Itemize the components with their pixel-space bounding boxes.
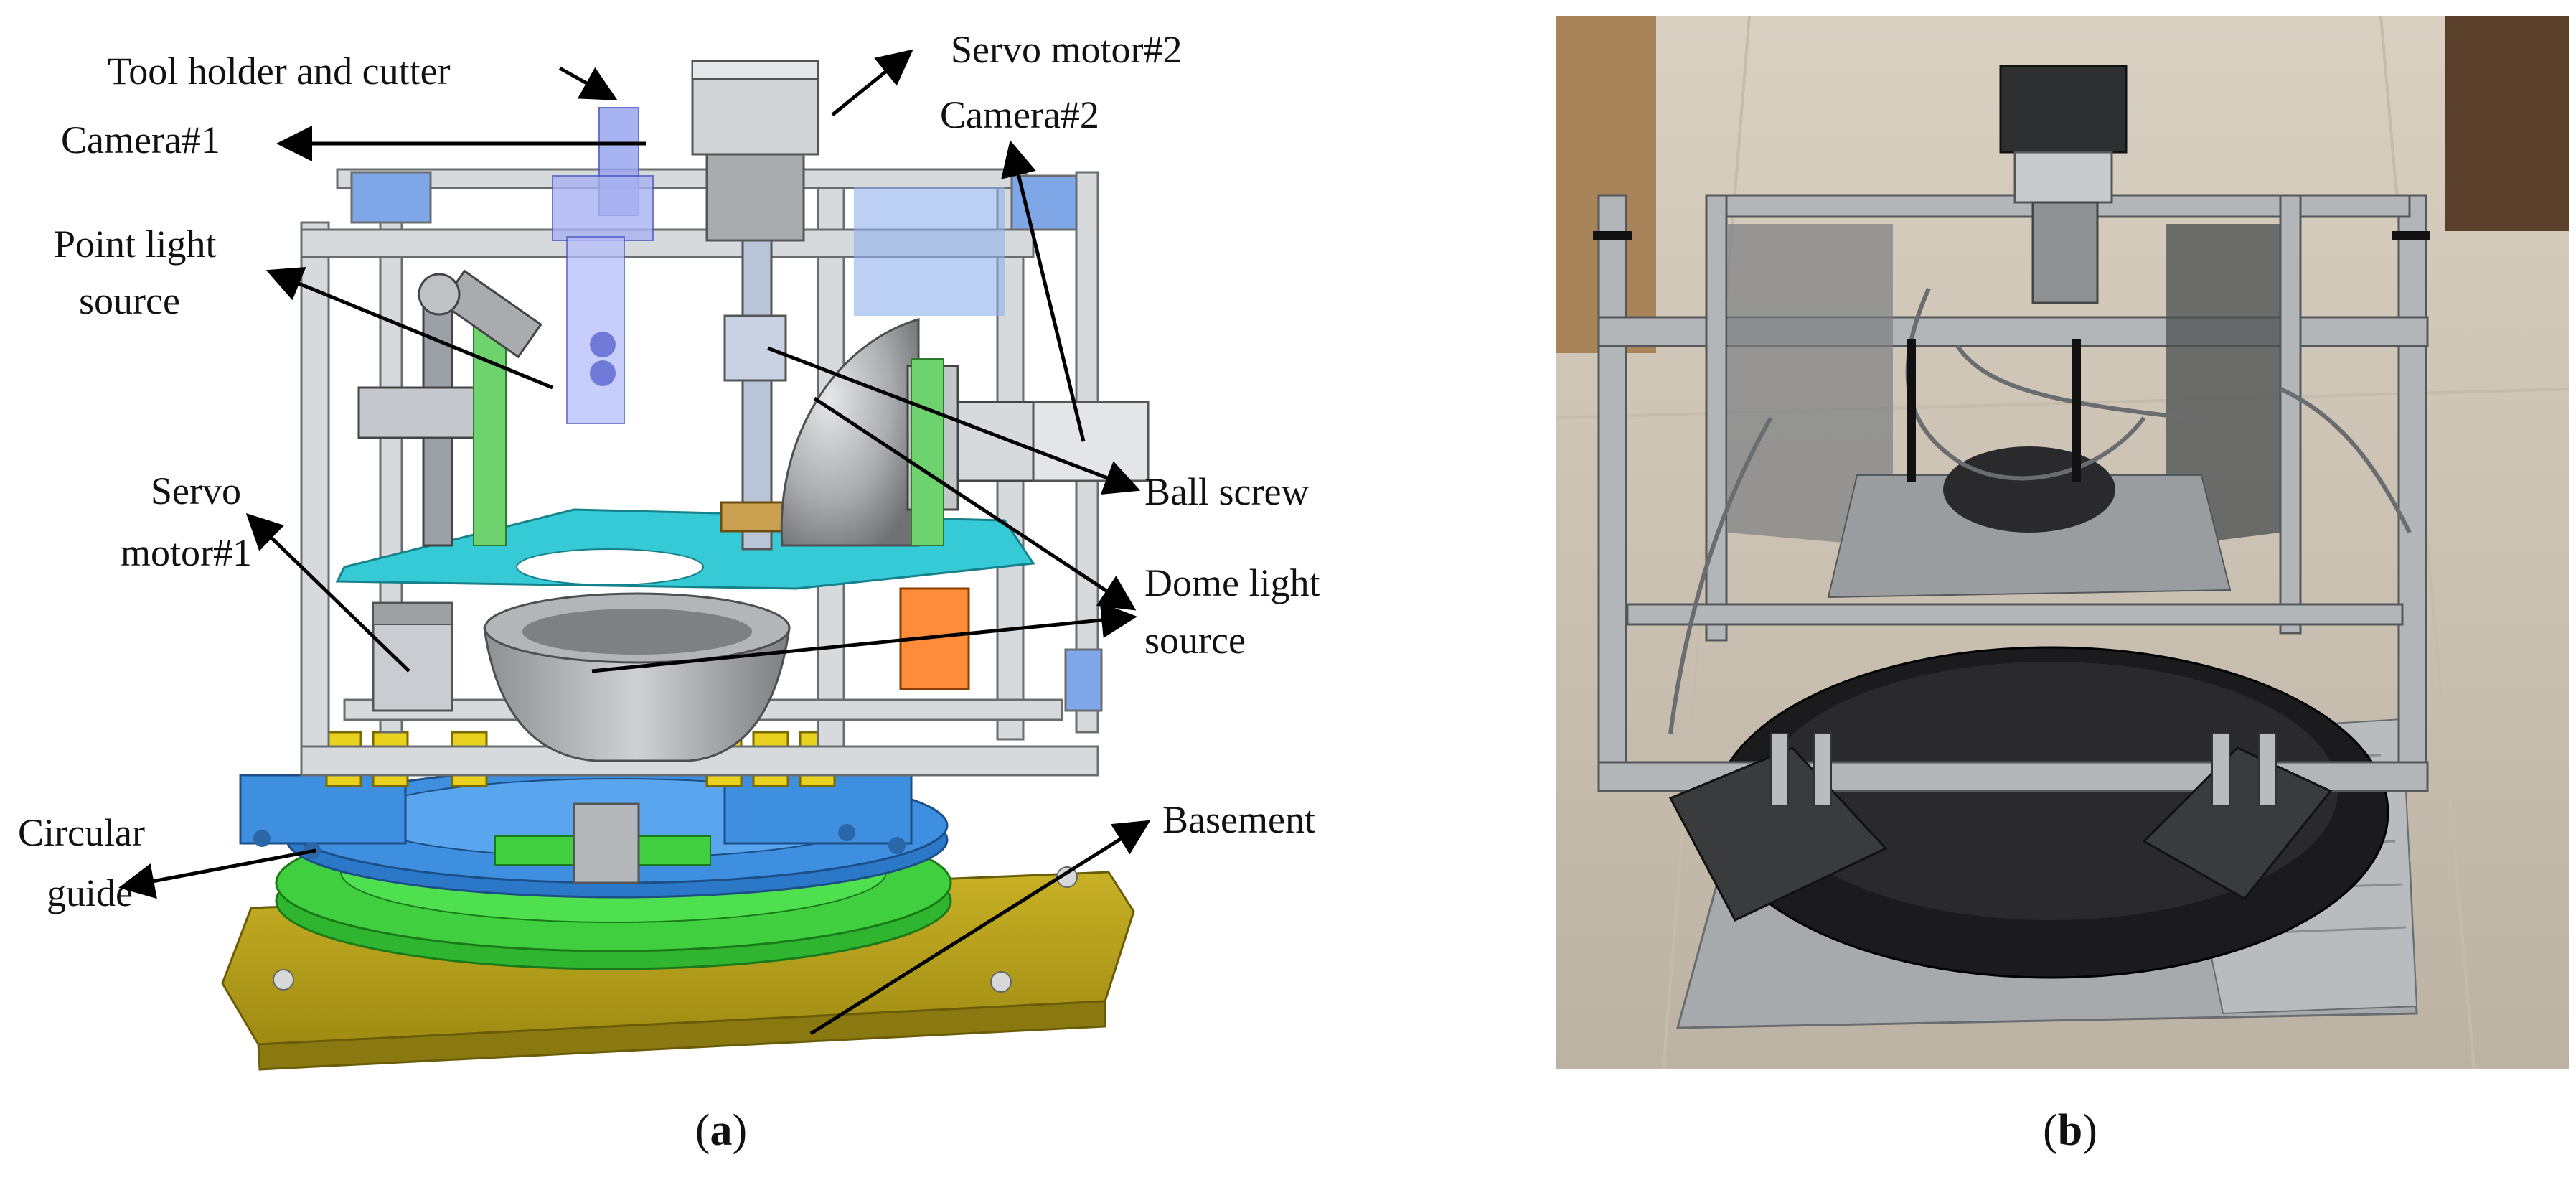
servo-motor-1 xyxy=(372,601,453,712)
servo-motor-2 xyxy=(691,60,819,242)
arrow-dome-light-upper xyxy=(813,396,1137,611)
arrow-servo-motor-1 xyxy=(245,513,410,673)
label-camera-1: Camera#1 xyxy=(61,118,220,161)
label-circular-guide-line1: Circular xyxy=(18,811,145,854)
workpiece-bowl xyxy=(483,592,791,762)
panel-b-photograph xyxy=(1556,16,2569,1069)
label-basement: Basement xyxy=(1162,798,1315,841)
label-servo-motor-1-line1: Servo xyxy=(151,469,241,512)
back-panel xyxy=(854,187,1005,316)
label-camera-2: Camera#2 xyxy=(940,93,1099,136)
arrow-tool-holder xyxy=(558,66,618,100)
gear-teeth xyxy=(494,802,711,884)
tool-holder-and-cutter xyxy=(552,107,654,424)
label-servo-motor-1-line2: motor#1 xyxy=(121,531,252,574)
label-circular-guide-line2: guide xyxy=(47,871,133,914)
panel-a-cad-diagram: Tool holder and cutter Camera#1 Servo mo… xyxy=(18,28,1320,1155)
caption-a: (a) xyxy=(695,1106,747,1155)
label-servo-motor-2: Servo motor#2 xyxy=(951,28,1182,71)
photo-corner-clamps xyxy=(1668,733,2333,922)
label-point-light-line1: Point light xyxy=(54,223,217,266)
point-light-source xyxy=(418,269,542,359)
camera-2 xyxy=(1032,401,1150,482)
arrow-servo-motor-2 xyxy=(831,49,913,116)
photo-left-panel xyxy=(1728,224,1893,547)
photo-svg xyxy=(1556,16,2569,1069)
caption-b-container: (b) xyxy=(2043,1106,2097,1155)
label-ball-screw: Ball screw xyxy=(1144,470,1309,513)
arrow-point-light xyxy=(265,267,553,390)
photo-right-panel xyxy=(2166,224,2280,547)
photo-servo-motor xyxy=(1999,65,2128,304)
dark-furniture-right xyxy=(2445,16,2569,231)
arrow-circular-guide xyxy=(118,848,316,899)
label-tool-holder: Tool holder and cutter xyxy=(108,50,451,93)
photo-plate-hole xyxy=(1943,446,2115,533)
caption-b: (b) xyxy=(2043,1106,2097,1155)
ball-screw xyxy=(720,239,791,551)
photo-cable-ties xyxy=(1593,231,2430,482)
label-dome-light-line1: Dome light xyxy=(1144,561,1320,604)
cad-diagram-svg: Tool holder and cutter Camera#1 Servo mo… xyxy=(18,28,1320,1155)
arrow-ball-screw xyxy=(767,346,1141,495)
label-dome-light-line2: source xyxy=(1144,619,1246,662)
floor-tile-line xyxy=(2379,16,2476,1069)
arrow-camera-2 xyxy=(1001,140,1086,442)
leader-arrows xyxy=(118,49,1151,1036)
label-point-light-line2: source xyxy=(79,279,180,322)
arrow-dome-light-lower xyxy=(591,602,1137,673)
arrow-basement xyxy=(809,820,1151,1036)
